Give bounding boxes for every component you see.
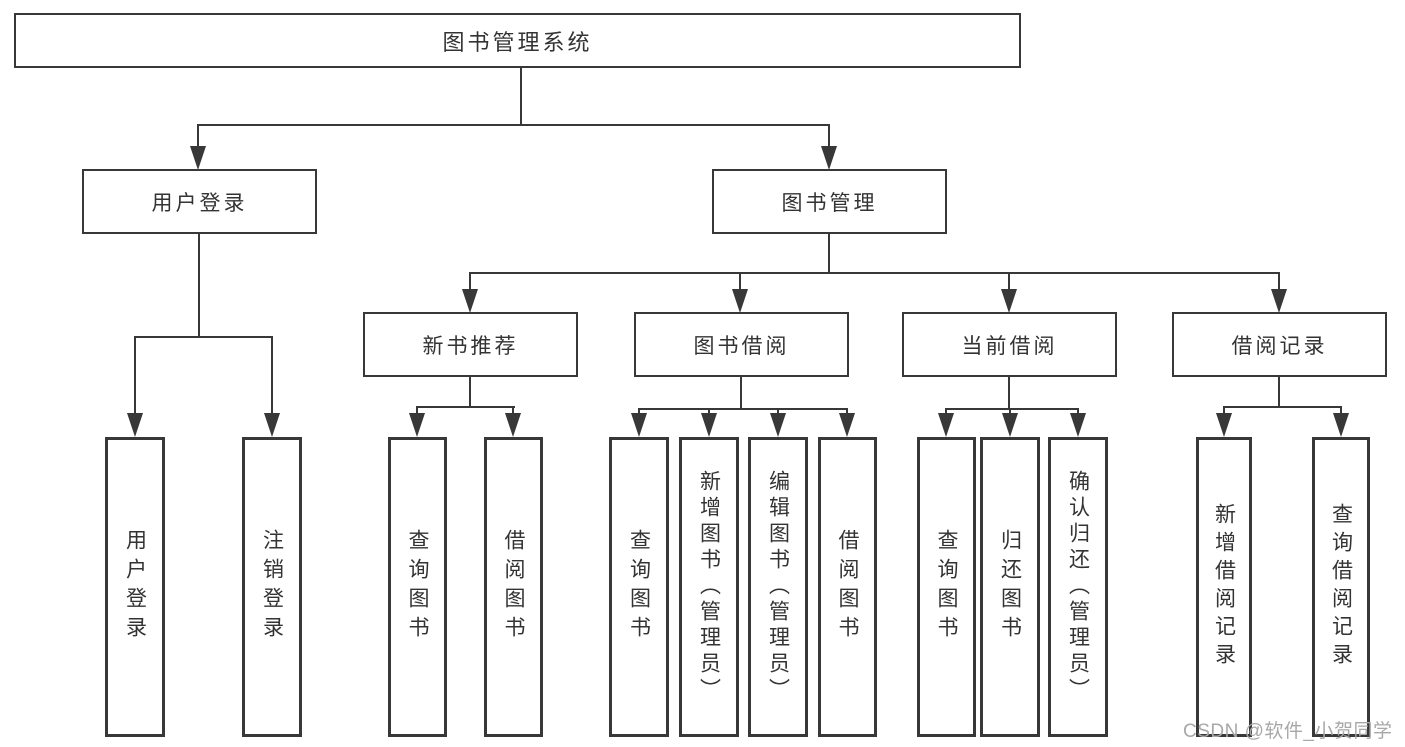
leaf-borrow-books-borrowing: 借阅图书 xyxy=(818,437,877,737)
connector-records-hline xyxy=(1223,406,1342,408)
connector-userlogin-hline xyxy=(134,336,273,338)
node-new-book-recommendation-label: 新书推荐 xyxy=(422,334,519,358)
connector-recommend-vline xyxy=(469,377,471,408)
leaf-logout-label: 注销登录 xyxy=(260,529,284,645)
arrowhead-down-icon xyxy=(462,289,478,313)
node-new-book-recommendation: 新书推荐 xyxy=(363,312,578,377)
node-user-login: 用户登录 xyxy=(82,169,317,234)
connector-root-stub-left xyxy=(197,124,199,150)
node-book-management: 图书管理 xyxy=(712,169,947,234)
arrowhead-down-icon xyxy=(1002,413,1018,437)
leaf-query-books-recommend-label: 查询图书 xyxy=(406,529,429,645)
arrowhead-down-icon xyxy=(732,289,748,313)
leaf-user-login: 用户登录 xyxy=(105,437,165,737)
leaf-add-books-admin: 新增图书（管理员） xyxy=(679,437,739,737)
connector-userlogin-vline xyxy=(198,234,200,337)
connector-current-stub-2 xyxy=(1009,408,1011,416)
node-current-borrowing-label: 当前借阅 xyxy=(961,334,1058,358)
connector-borrowing-stub-4 xyxy=(846,408,848,416)
csdn-watermark: CSDN @软件_小贺同学 xyxy=(1183,721,1393,742)
node-book-borrowing-label: 图书借阅 xyxy=(693,334,790,358)
leaf-borrow-books-borrowing-label: 借阅图书 xyxy=(836,529,859,645)
arrowhead-down-icon xyxy=(505,413,521,437)
connector-root-hline xyxy=(197,124,830,126)
node-root-label: 图书管理系统 xyxy=(442,29,593,55)
connector-records-stub-1 xyxy=(1223,406,1225,416)
leaf-user-login-label: 用户登录 xyxy=(123,529,147,645)
connector-bookmgmt-stub-2 xyxy=(739,272,741,292)
node-user-login-label: 用户登录 xyxy=(151,191,248,215)
connector-recommend-stub-1 xyxy=(416,406,418,416)
connector-recommend-stub-2 xyxy=(512,406,514,416)
arrowhead-down-icon xyxy=(127,413,143,437)
connector-borrowing-hline xyxy=(638,408,848,410)
connector-records-stub-2 xyxy=(1340,406,1342,416)
leaf-add-borrow-record: 新增借阅记录 xyxy=(1196,437,1252,737)
connector-current-vline xyxy=(1008,377,1010,410)
leaf-return-books-label: 归还图书 xyxy=(998,529,1022,645)
leaf-query-books-borrowing: 查询图书 xyxy=(609,437,669,737)
connector-bookmgmt-stub-3 xyxy=(1008,272,1010,292)
arrowhead-down-icon xyxy=(1070,413,1086,437)
connector-current-stub-3 xyxy=(1077,408,1079,416)
connector-current-hline xyxy=(945,408,1079,410)
arrowhead-down-icon xyxy=(1001,289,1017,313)
arrowhead-down-icon xyxy=(839,413,855,437)
arrowhead-down-icon xyxy=(770,413,786,437)
arrowhead-down-icon xyxy=(190,146,206,170)
leaf-logout: 注销登录 xyxy=(242,437,302,737)
connector-borrowing-stub-3 xyxy=(777,408,779,416)
leaf-add-borrow-record-label: 新增借阅记录 xyxy=(1212,503,1236,671)
connector-root-vline xyxy=(520,68,522,126)
arrowhead-down-icon xyxy=(264,413,280,437)
connector-borrowing-vline xyxy=(740,377,742,410)
connector-current-stub-1 xyxy=(945,408,947,416)
connector-recommend-hline xyxy=(416,406,515,408)
leaf-confirm-return-admin-label: 确认归还（管理员） xyxy=(1066,470,1090,704)
connector-bookmgmt-vline xyxy=(828,234,830,274)
leaf-query-borrow-record: 查询借阅记录 xyxy=(1312,437,1370,737)
leaf-query-books-current-label: 查询图书 xyxy=(935,529,958,645)
node-borrowing-records: 借阅记录 xyxy=(1172,312,1387,377)
connector-bookmgmt-hline xyxy=(469,272,1280,274)
node-borrowing-records-label: 借阅记录 xyxy=(1231,334,1328,358)
arrowhead-down-icon xyxy=(701,413,717,437)
leaf-return-books: 归还图书 xyxy=(980,437,1040,737)
connector-borrowing-stub-2 xyxy=(708,408,710,416)
leaf-add-books-admin-label: 新增图书（管理员） xyxy=(697,470,721,704)
leaf-borrow-books-recommend: 借阅图书 xyxy=(484,437,543,737)
arrowhead-down-icon xyxy=(938,413,954,437)
leaf-query-books-current: 查询图书 xyxy=(917,437,976,737)
leaf-query-books-borrowing-label: 查询图书 xyxy=(627,529,651,645)
arrowhead-down-icon xyxy=(631,413,647,437)
leaf-edit-books-admin: 编辑图书（管理员） xyxy=(748,437,808,737)
connector-bookmgmt-stub-4 xyxy=(1278,272,1280,292)
node-current-borrowing: 当前借阅 xyxy=(902,312,1117,377)
leaf-confirm-return-admin: 确认归还（管理员） xyxy=(1048,437,1108,737)
arrowhead-down-icon xyxy=(409,413,425,437)
leaf-borrow-books-recommend-label: 借阅图书 xyxy=(502,529,525,645)
connector-borrowing-stub-1 xyxy=(638,408,640,416)
arrowhead-down-icon xyxy=(1271,289,1287,313)
leaf-query-books-recommend: 查询图书 xyxy=(388,437,447,737)
connector-userlogin-stub-1 xyxy=(134,336,136,416)
connector-bookmgmt-stub-1 xyxy=(469,272,471,292)
arrowhead-down-icon xyxy=(1333,413,1349,437)
connector-userlogin-stub-2 xyxy=(271,336,273,416)
node-book-borrowing: 图书借阅 xyxy=(634,312,849,377)
connector-root-stub-right xyxy=(828,124,830,150)
connector-records-vline xyxy=(1278,377,1280,408)
node-root: 图书管理系统 xyxy=(14,13,1021,68)
arrowhead-down-icon xyxy=(821,146,837,170)
arrowhead-down-icon xyxy=(1216,413,1232,437)
leaf-edit-books-admin-label: 编辑图书（管理员） xyxy=(766,470,790,704)
leaf-query-borrow-record-label: 查询借阅记录 xyxy=(1329,503,1353,671)
node-book-management-label: 图书管理 xyxy=(781,191,878,215)
